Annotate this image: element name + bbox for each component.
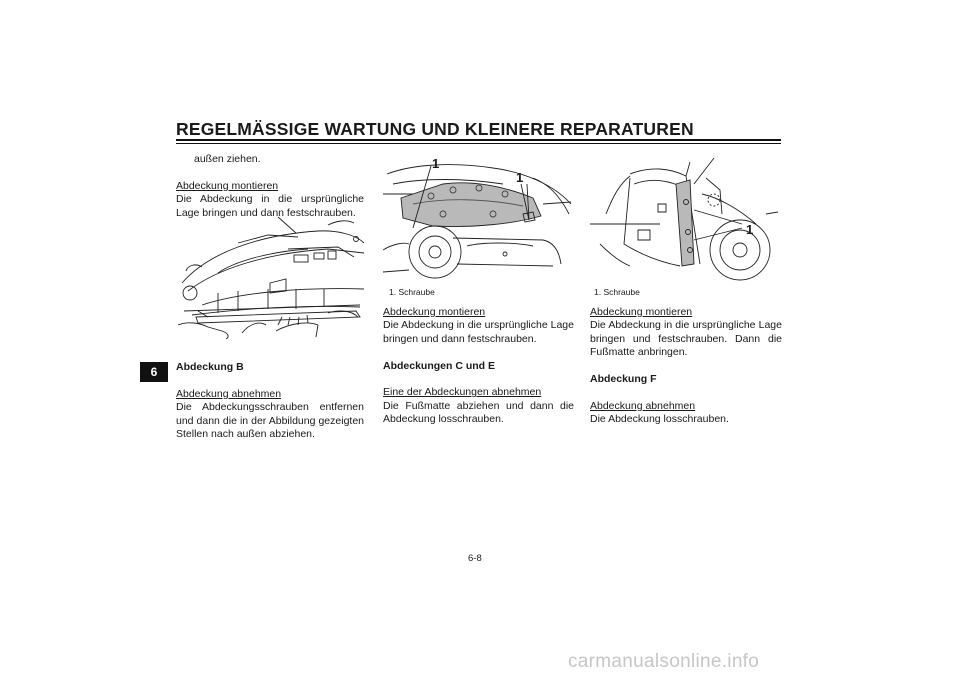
paragraph-install: Die Abdeckung in die ursprüngliche Lage …: [176, 193, 364, 219]
continued-text: außen ziehen.: [194, 153, 261, 165]
callout-number: 1: [432, 156, 440, 171]
header-rule: [176, 139, 781, 141]
subheading-cover-remove: Abdeckung abnehmen: [176, 387, 282, 400]
paragraph-remove: Die Abdeckungsschrauben entfernen und da…: [176, 401, 364, 441]
callout-number: 1: [516, 170, 524, 185]
chapter-tab: 6: [140, 362, 168, 382]
column-1: außen ziehen. Abdeckung montieren Die Ab…: [176, 153, 364, 220]
watermark: carmanualsonline.info: [568, 651, 760, 672]
header-rule-thin: [176, 143, 781, 144]
subheading-cover-remove: Eine der Abdeckungen abnehmen: [383, 386, 542, 399]
figure-cover-b: [178, 213, 366, 343]
heading-cover-b: Abdeckung B: [176, 361, 244, 373]
figure-caption: 1. Schraube: [594, 287, 640, 297]
column-2: Abdeckung montieren Die Abdeckung in die…: [383, 306, 574, 427]
figure-cover-c: [383, 154, 573, 284]
heading-cover-f: Abdeckung F: [590, 373, 657, 386]
subheading-cover-install: Abdeckung montieren: [176, 179, 279, 192]
heading-covers-c-e: Abdeckungen C und E: [383, 359, 496, 372]
column-3: Abdeckung montieren Die Abdeckung in die…: [590, 306, 782, 427]
page-number: 6-8: [468, 553, 482, 564]
page-title: REGELMÄSSIGE WARTUNG UND KLEINERE REPARA…: [176, 119, 694, 139]
callout-number: 1: [746, 222, 754, 237]
column-1-lower: Abdeckung B Abdeckung abnehmen Die Abdec…: [176, 361, 364, 441]
paragraph-remove: Die Abdeckung losschrauben.: [590, 413, 729, 426]
subheading-cover-install: Abdeckung montieren: [590, 306, 693, 318]
paragraph-install: Die Abdeckung in die ursprüngliche Lage …: [383, 319, 574, 345]
paragraph-remove: Die Fußmatte abziehen und dann die Abdec…: [383, 399, 574, 426]
subheading-cover-remove: Abdeckung abnehmen: [590, 399, 696, 412]
paragraph-install: Die Abdeckung in die ursprüngliche Lage …: [590, 319, 782, 359]
figure-cover-f: [590, 154, 780, 284]
subheading-cover-install: Abdeckung montieren: [383, 306, 486, 318]
figure-caption: 1. Schraube: [389, 287, 435, 297]
